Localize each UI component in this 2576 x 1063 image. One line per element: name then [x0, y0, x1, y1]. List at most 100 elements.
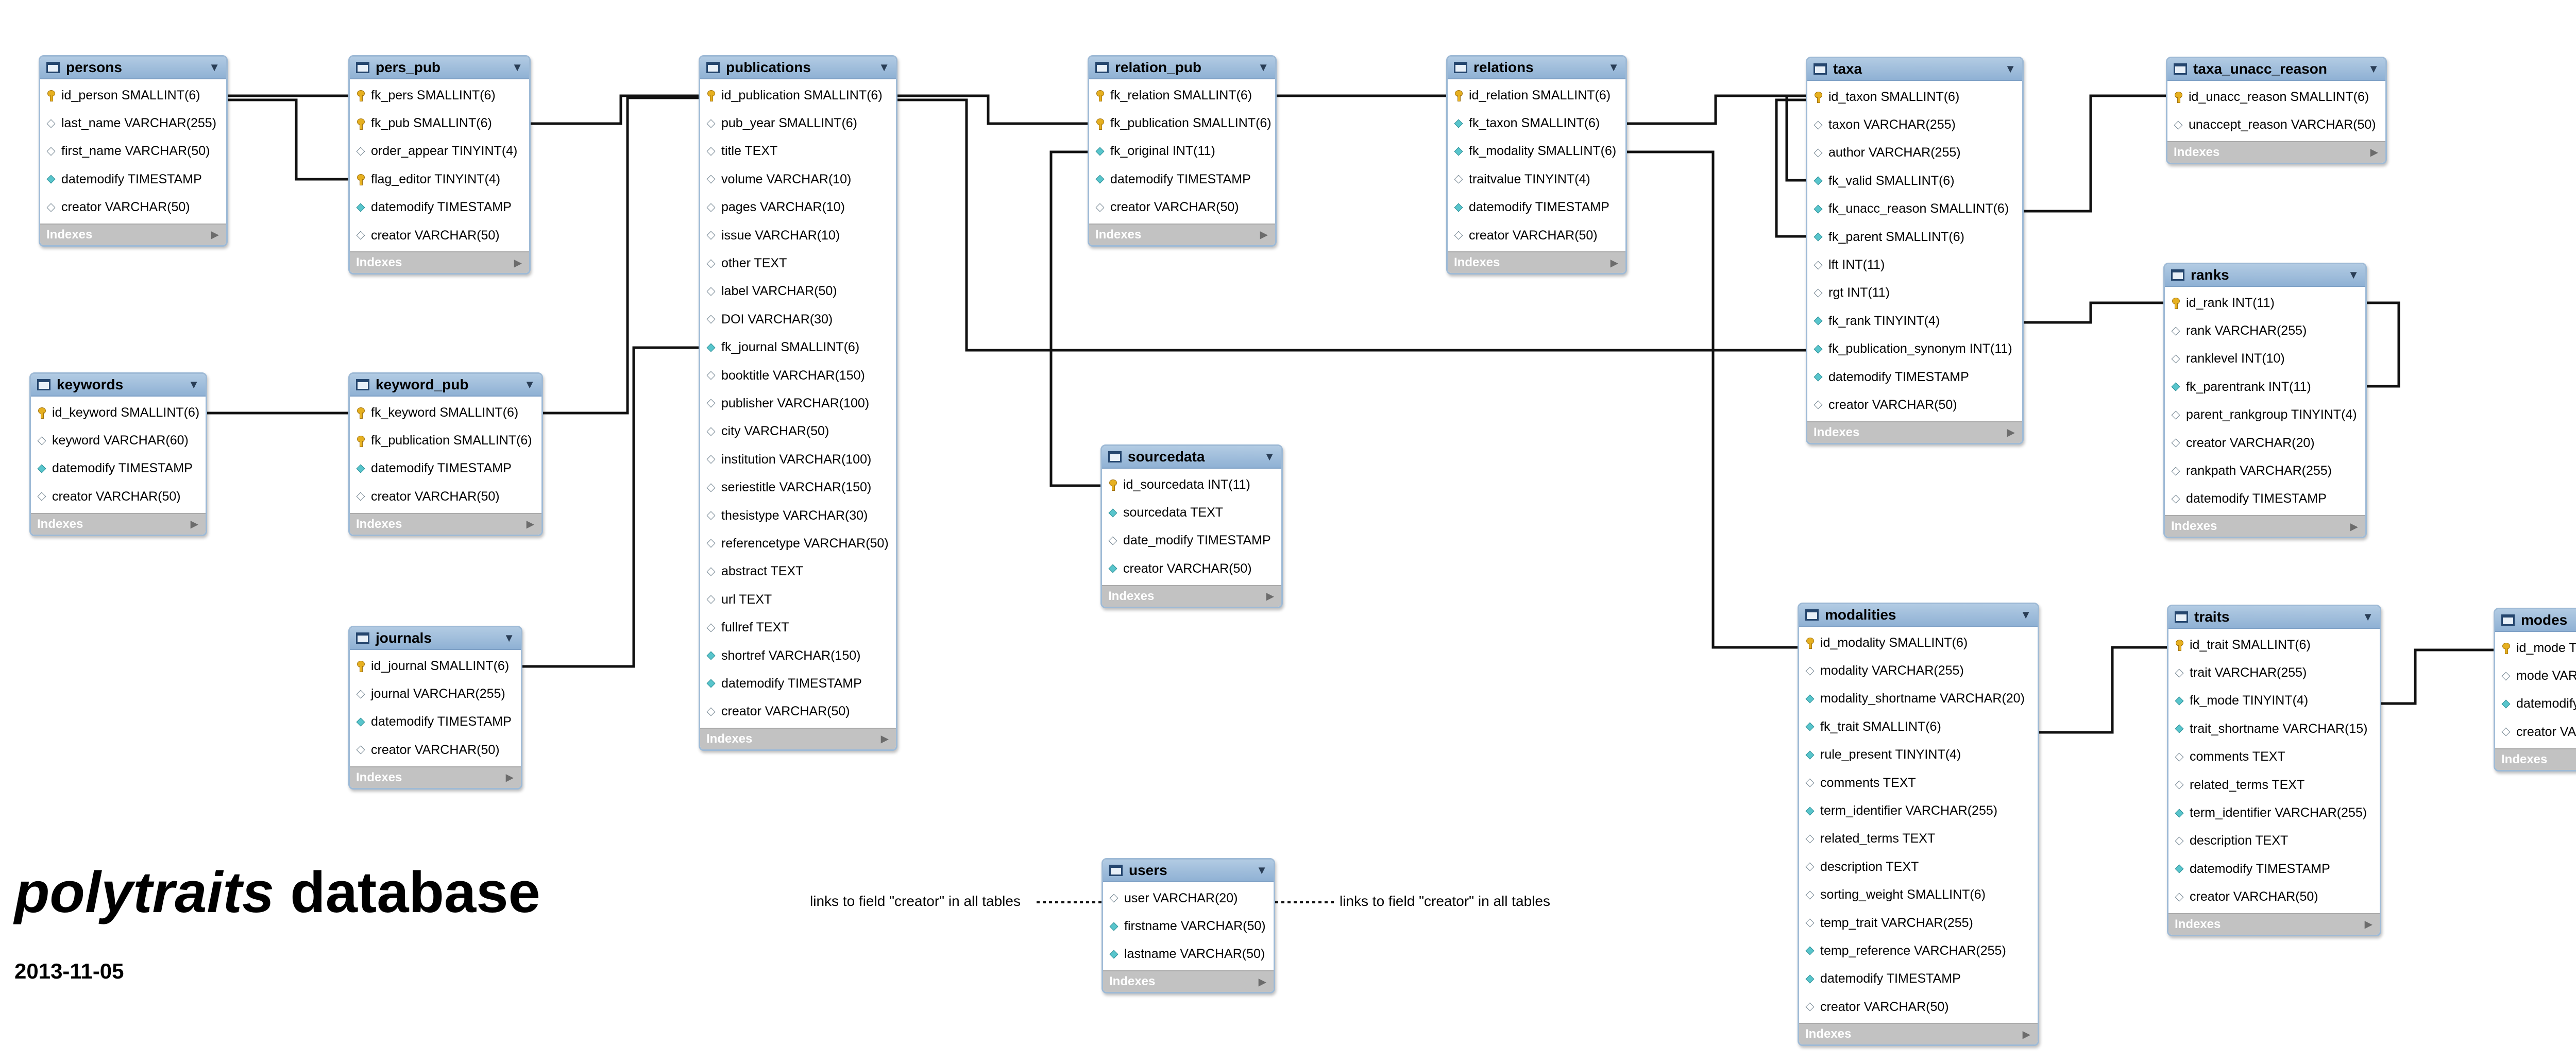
expand-arrow-icon[interactable]: ▶ — [1258, 976, 1266, 988]
column-row[interactable]: modality VARCHAR(255) — [1799, 657, 2038, 684]
table-relations[interactable]: relations▼id_relation SMALLINT(6)fk_taxo… — [1446, 55, 1627, 275]
expand-arrow-icon[interactable]: ▶ — [1260, 229, 1268, 241]
column-row[interactable]: abstract TEXT — [700, 558, 896, 586]
column-row[interactable]: creator VARCHAR(50) — [2168, 883, 2380, 911]
table-pers-pub[interactable]: pers_pub▼fk_pers SMALLINT(6)fk_pub SMALL… — [348, 55, 531, 275]
column-row[interactable]: label VARCHAR(50) — [700, 278, 896, 305]
table-header[interactable]: modalities▼ — [1799, 604, 2038, 627]
table-header[interactable]: users▼ — [1103, 860, 1274, 882]
table-traits[interactable]: traits▼id_trait SMALLINT(6)trait VARCHAR… — [2167, 605, 2381, 936]
indexes-section[interactable]: Indexes▶ — [2495, 748, 2576, 770]
table-keyword-pub[interactable]: keyword_pub▼fk_keyword SMALLINT(6)fk_pub… — [348, 372, 543, 536]
column-row[interactable]: publisher VARCHAR(100) — [700, 389, 896, 417]
column-row[interactable]: comments TEXT — [2168, 743, 2380, 771]
column-row[interactable]: pub_year SMALLINT(6) — [700, 109, 896, 137]
indexes-section[interactable]: Indexes▶ — [1089, 223, 1275, 245]
expand-arrow-icon[interactable]: ▶ — [2007, 427, 2015, 439]
column-row[interactable]: fk_modality SMALLINT(6) — [1448, 138, 1625, 165]
column-row[interactable]: datemodify TIMESTAMP — [350, 455, 541, 483]
column-row[interactable]: id_taxon SMALLINT(6) — [1807, 83, 2022, 111]
table-taxa[interactable]: taxa▼id_taxon SMALLINT(6)taxon VARCHAR(2… — [1806, 57, 2024, 444]
table-header[interactable]: taxa_unacc_reason▼ — [2167, 58, 2385, 81]
column-row[interactable]: fk_relation SMALLINT(6) — [1089, 81, 1275, 109]
expand-arrow-icon[interactable]: ▶ — [505, 772, 514, 784]
column-row[interactable]: city VARCHAR(50) — [700, 418, 896, 445]
column-row[interactable]: creator VARCHAR(50) — [1448, 221, 1625, 249]
table-header[interactable]: journals▼ — [350, 627, 521, 650]
column-row[interactable]: fk_unacc_reason SMALLINT(6) — [1807, 195, 2022, 223]
expand-arrow-icon[interactable]: ▶ — [1610, 257, 1618, 269]
expand-arrow-icon[interactable]: ▶ — [880, 733, 889, 745]
column-row[interactable]: id_sourcedata INT(11) — [1102, 471, 1281, 499]
indexes-section[interactable]: Indexes▶ — [1799, 1023, 2038, 1045]
table-relation-pub[interactable]: relation_pub▼fk_relation SMALLINT(6)fk_p… — [1088, 55, 1277, 247]
column-row[interactable]: id_trait SMALLINT(6) — [2168, 631, 2380, 659]
column-row[interactable]: fk_taxon SMALLINT(6) — [1448, 109, 1625, 137]
column-row[interactable]: fk_parentrank INT(11) — [2165, 373, 2365, 401]
column-row[interactable]: fk_original INT(11) — [1089, 138, 1275, 165]
column-row[interactable]: fk_trait SMALLINT(6) — [1799, 713, 2038, 741]
column-row[interactable]: DOI VARCHAR(30) — [700, 305, 896, 333]
indexes-section[interactable]: Indexes▶ — [350, 766, 521, 788]
column-row[interactable]: datemodify TIMESTAMP — [1089, 165, 1275, 193]
column-row[interactable]: author VARCHAR(255) — [1807, 139, 2022, 167]
column-row[interactable]: fk_parent SMALLINT(6) — [1807, 223, 2022, 251]
column-row[interactable]: creator VARCHAR(50) — [40, 194, 226, 221]
indexes-section[interactable]: Indexes▶ — [1103, 970, 1274, 992]
column-row[interactable]: id_rank INT(11) — [2165, 289, 2365, 317]
column-row[interactable]: rgt INT(11) — [1807, 279, 2022, 307]
column-row[interactable]: term_identifier VARCHAR(255) — [2168, 799, 2380, 827]
column-row[interactable]: fk_pers SMALLINT(6) — [350, 81, 529, 109]
column-row[interactable]: fk_keyword SMALLINT(6) — [350, 399, 541, 426]
expand-arrow-icon[interactable]: ▶ — [1266, 591, 1274, 603]
expand-arrow-icon[interactable]: ▶ — [2364, 919, 2372, 931]
indexes-section[interactable]: Indexes▶ — [2167, 141, 2385, 163]
column-row[interactable]: id_journal SMALLINT(6) — [350, 652, 521, 680]
column-row[interactable]: id_relation SMALLINT(6) — [1448, 81, 1625, 109]
table-header[interactable]: persons▼ — [40, 57, 226, 79]
collapse-triangle-icon[interactable]: ▼ — [188, 378, 199, 391]
column-row[interactable]: seriestitle VARCHAR(150) — [700, 473, 896, 501]
table-journals[interactable]: journals▼id_journal SMALLINT(6)journal V… — [348, 626, 522, 790]
indexes-section[interactable]: Indexes▶ — [350, 251, 529, 273]
indexes-section[interactable]: Indexes▶ — [1102, 585, 1281, 607]
collapse-triangle-icon[interactable]: ▼ — [2362, 610, 2374, 623]
column-row[interactable]: related_terms TEXT — [1799, 825, 2038, 853]
column-row[interactable]: fk_publication_synonym INT(11) — [1807, 335, 2022, 363]
column-row[interactable]: booktitle VARCHAR(150) — [700, 362, 896, 389]
column-row[interactable]: description TEXT — [1799, 853, 2038, 881]
column-row[interactable]: lft INT(11) — [1807, 251, 2022, 279]
collapse-triangle-icon[interactable]: ▼ — [524, 378, 535, 391]
column-row[interactable]: thesistype VARCHAR(30) — [700, 502, 896, 529]
column-row[interactable]: fk_publication SMALLINT(6) — [350, 426, 541, 454]
table-taxa-unacc-reason[interactable]: taxa_unacc_reason▼id_unacc_reason SMALLI… — [2166, 57, 2387, 164]
column-row[interactable]: fk_valid SMALLINT(6) — [1807, 167, 2022, 195]
table-header[interactable]: keyword_pub▼ — [350, 374, 541, 397]
column-row[interactable]: comments TEXT — [1799, 769, 2038, 797]
table-header[interactable]: sourcedata▼ — [1102, 446, 1281, 469]
column-row[interactable]: url TEXT — [700, 586, 896, 613]
column-row[interactable]: referencetype VARCHAR(50) — [700, 529, 896, 557]
column-row[interactable]: fk_journal SMALLINT(6) — [700, 334, 896, 362]
column-row[interactable]: pages VARCHAR(10) — [700, 194, 896, 221]
collapse-triangle-icon[interactable]: ▼ — [1608, 61, 1619, 74]
table-header[interactable]: relation_pub▼ — [1089, 57, 1275, 79]
column-row[interactable]: term_identifier VARCHAR(255) — [1799, 797, 2038, 825]
column-row[interactable]: first_name VARCHAR(50) — [40, 138, 226, 165]
column-row[interactable]: order_appear TINYINT(4) — [350, 138, 529, 165]
column-row[interactable]: trait_shortname VARCHAR(15) — [2168, 715, 2380, 743]
expand-arrow-icon[interactable]: ▶ — [190, 519, 198, 530]
expand-arrow-icon[interactable]: ▶ — [211, 229, 219, 241]
column-row[interactable]: id_person SMALLINT(6) — [40, 81, 226, 109]
indexes-section[interactable]: Indexes▶ — [2165, 515, 2365, 537]
column-row[interactable]: id_mode TINYINT(4) — [2495, 634, 2576, 662]
indexes-section[interactable]: Indexes▶ — [31, 512, 206, 535]
column-row[interactable]: fk_rank TINYINT(4) — [1807, 307, 2022, 335]
collapse-triangle-icon[interactable]: ▼ — [209, 61, 220, 74]
table-persons[interactable]: persons▼id_person SMALLINT(6)last_name V… — [39, 55, 228, 247]
column-row[interactable]: creator VARCHAR(50) — [1799, 993, 2038, 1021]
table-modes[interactable]: modes▼id_mode TINYINT(4)mode VARCHAR(20)… — [2494, 608, 2576, 771]
column-row[interactable]: related_terms TEXT — [2168, 771, 2380, 799]
collapse-triangle-icon[interactable]: ▼ — [2005, 62, 2016, 75]
table-modalities[interactable]: modalities▼id_modality SMALLINT(6)modali… — [1798, 603, 2039, 1047]
